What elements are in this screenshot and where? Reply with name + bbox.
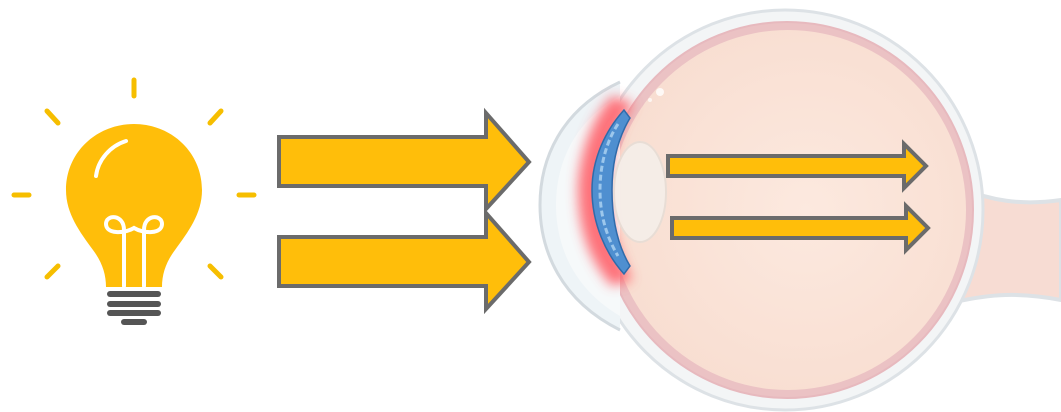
lens (614, 142, 666, 242)
incoming-arrow-top (279, 113, 529, 209)
incoming-arrow-bottom (279, 213, 529, 309)
bulb-base (110, 294, 158, 322)
eye-reflection (656, 88, 664, 96)
bulb-glass (66, 124, 202, 287)
eye-cross-section-icon (540, 10, 1061, 410)
eye-reflection-small (648, 98, 652, 102)
light-bulb-icon (14, 80, 254, 322)
incoming-light-arrows (279, 113, 529, 309)
